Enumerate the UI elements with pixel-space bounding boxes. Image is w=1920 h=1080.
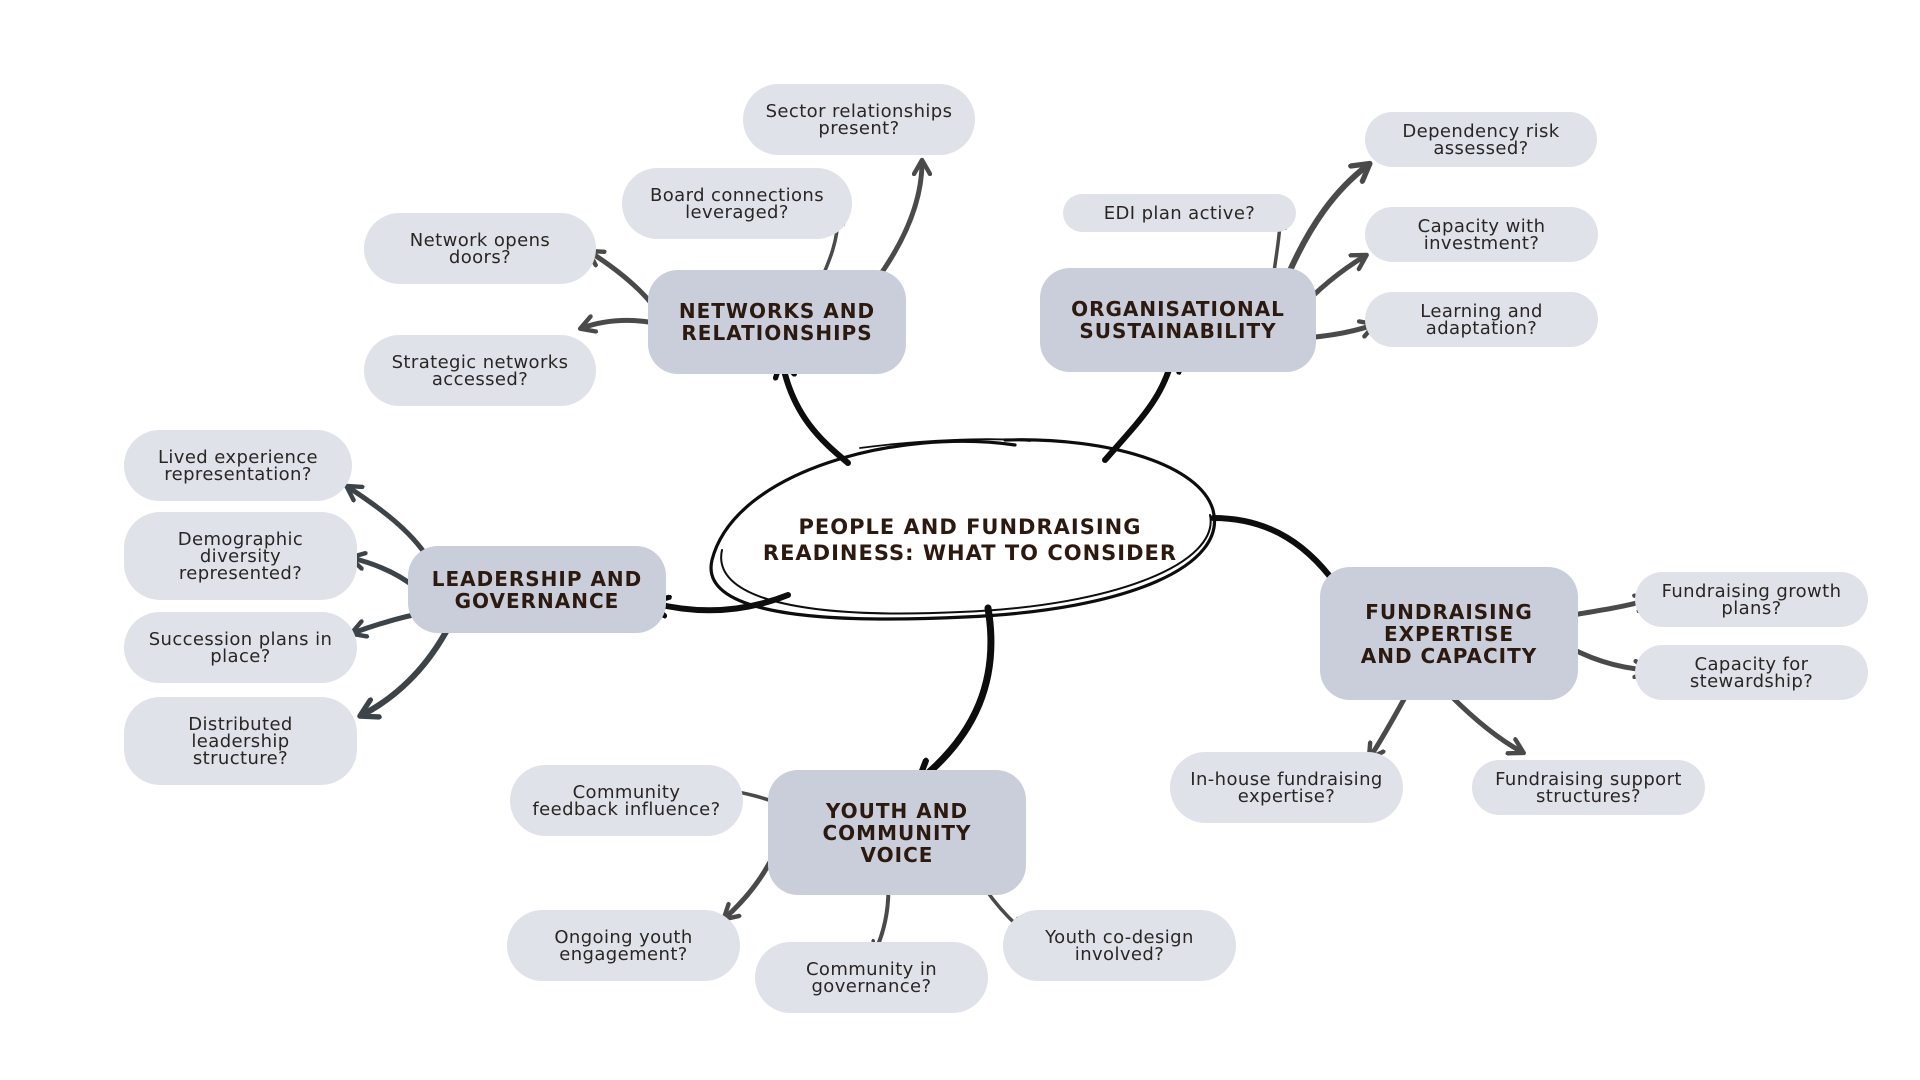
question-inhouse-expertise-text: In-house fundraising expertise? (1190, 768, 1383, 807)
question-youth-codesign: Youth co-design involved? (1003, 910, 1236, 981)
arrow-leadership-demographic (352, 558, 419, 591)
question-succession-plans: Succession plans in place? (124, 612, 357, 683)
question-ongoing-youth-text: Ongoing youth engagement? (554, 926, 693, 965)
category-youth-label: YOUTH AND COMMUNITY VOICE (822, 798, 972, 867)
question-community-feedback: Community feedback influence? (510, 765, 743, 836)
question-capacity-stewardship: Capacity for stewardship? (1635, 645, 1868, 700)
question-capacity-investment: Capacity with investment? (1365, 207, 1598, 262)
arrow-leadership-distributed (362, 627, 450, 715)
center-title: PEOPLE AND FUNDRAISING READINESS: WHAT T… (740, 505, 1200, 575)
question-support-structures-text: Fundraising support structures? (1495, 768, 1682, 807)
question-support-structures: Fundraising support structures? (1472, 760, 1705, 815)
question-demographic-diversity-text: Demographic diversity represented? (177, 528, 304, 584)
question-sector-relationships-text: Sector relationships present? (765, 100, 953, 139)
question-strategic-networks: Strategic networks accessed? (364, 335, 596, 406)
center-ellipse (709, 438, 1217, 621)
question-network-doors-text: Network opens doors? (409, 229, 551, 268)
question-distributed-leadership: Distributed leadership structure? (124, 697, 357, 785)
question-capacity-investment-text: Capacity with investment? (1417, 215, 1546, 254)
question-capacity-stewardship-text: Capacity for stewardship? (1689, 653, 1814, 692)
category-networks-label: NETWORKS AND RELATIONSHIPS (678, 299, 876, 345)
question-community-feedback-text: Community feedback influence? (532, 781, 721, 820)
arrow-networks-sector (875, 162, 922, 281)
question-inhouse-expertise: In-house fundraising expertise? (1170, 752, 1403, 823)
question-learning-adaptation: Learning and adaptation? (1365, 292, 1598, 347)
arrow-to-youth (920, 604, 995, 780)
center-title-text: PEOPLE AND FUNDRAISING READINESS: WHAT T… (762, 515, 1178, 565)
category-sustainability-label: ORGANISATIONAL SUSTAINABILITY (1071, 297, 1285, 343)
question-distributed-leadership-text: Distributed leadership structure? (188, 713, 293, 769)
question-community-governance-text: Community in governance? (805, 958, 938, 997)
category-youth: YOUTH AND COMMUNITY VOICE (768, 770, 1026, 895)
question-lived-experience: Lived experience representation? (124, 430, 352, 501)
question-youth-codesign-text: Youth co-design involved? (1045, 926, 1194, 965)
arrow-leadership-lived (348, 487, 431, 561)
question-network-doors: Network opens doors? (364, 213, 596, 284)
question-fundraising-growth: Fundraising growth plans? (1635, 572, 1868, 627)
question-ongoing-youth: Ongoing youth engagement? (507, 910, 740, 981)
question-succession-plans-text: Succession plans in place? (148, 628, 333, 667)
category-fundraising-label: FUNDRAISING EXPERTISE AND CAPACITY (1360, 599, 1538, 668)
category-networks: NETWORKS AND RELATIONSHIPS (648, 270, 906, 374)
question-sector-relationships: Sector relationships present? (743, 84, 975, 155)
question-edi-plan: EDI plan active? (1063, 194, 1296, 232)
question-strategic-networks-text: Strategic networks accessed? (391, 351, 569, 390)
question-lived-experience-text: Lived experience representation? (157, 446, 319, 485)
category-leadership-label: LEADERSHIP AND GOVERNANCE (431, 566, 643, 613)
question-community-governance: Community in governance? (755, 942, 988, 1013)
question-dependency-risk-text: Dependency risk assessed? (1402, 120, 1560, 159)
question-fundraising-growth-text: Fundraising growth plans? (1661, 580, 1842, 619)
question-board-connections: Board connections leveraged? (622, 168, 852, 239)
question-learning-adaptation-text: Learning and adaptation? (1420, 300, 1543, 339)
arrow-fundraising-support (1447, 692, 1522, 752)
question-demographic-diversity: Demographic diversity represented? (124, 512, 357, 600)
arrow-networks-doors (590, 252, 658, 311)
category-sustainability: ORGANISATIONAL SUSTAINABILITY (1040, 268, 1316, 372)
arrow-to-networks (782, 362, 851, 466)
question-edi-plan-text: EDI plan active? (1103, 202, 1256, 224)
question-board-connections-text: Board connections leveraged? (650, 184, 824, 223)
category-fundraising: FUNDRAISING EXPERTISE AND CAPACITY (1320, 567, 1578, 700)
arrow-to-leadership (653, 592, 791, 610)
arrow-sustainability-dependency (1285, 165, 1368, 278)
category-leadership: LEADERSHIP AND GOVERNANCE (408, 546, 666, 633)
question-dependency-risk: Dependency risk assessed? (1365, 112, 1597, 167)
